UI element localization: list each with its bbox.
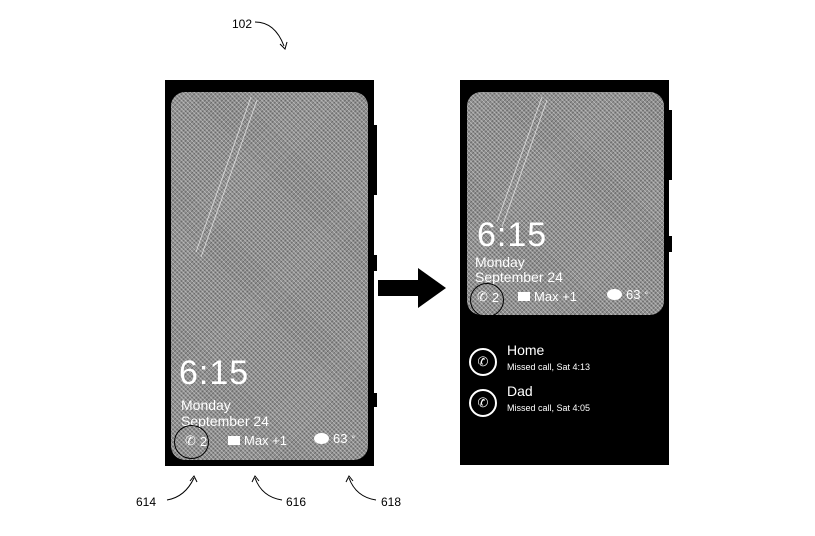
clock-time: 6:15 [477,216,548,254]
side-button [668,110,672,180]
side-button [373,125,377,195]
ref-label-616: 616 [286,495,307,509]
leader-618 [348,477,377,501]
leader-616 [254,477,283,501]
lock-screen-collapsed: 6:15 Monday September 24 ✆2 Max +1 63° [467,92,664,315]
phone-expanded: 6:15 Monday September 24 ✆2 Max +1 63° ✆… [460,80,669,465]
highlight-circle [174,425,209,459]
date-label: September 24 [181,413,269,429]
weather-icon [607,289,622,300]
side-button [373,255,377,271]
date-label: September 24 [475,269,563,285]
notification-title: Dad [507,383,533,399]
phone-icon: ✆ [469,389,497,417]
leader-102 [254,21,285,47]
weather-status[interactable]: 63° [607,287,648,302]
notification-subtitle: Missed call, Sat 4:05 [507,403,591,413]
phone-locked: 6:15 Monday September 24 ✆2 Max +1 63° [165,80,374,466]
side-button [668,236,672,252]
message-icon [228,436,240,445]
messages-status[interactable]: Max +1 [518,289,577,304]
glare-streak [195,96,258,258]
clock-time: 6:15 [179,354,250,392]
notification-subtitle: Missed call, Sat 4:13 [507,362,591,372]
ref-label-614: 614 [136,495,157,509]
glare-streak [496,96,548,228]
day-label: Monday [181,397,231,413]
transition-arrow [378,268,446,308]
message-icon [518,292,530,301]
highlight-circle [470,283,504,315]
messages-status[interactable]: Max +1 [228,433,287,448]
day-label: Monday [475,254,525,270]
figure-label: 102 [232,17,253,31]
ref-label-618: 618 [381,495,402,509]
phone-icon: ✆ [469,348,497,376]
leader-614 [166,477,195,501]
weather-status[interactable]: 63° [314,431,355,446]
side-button [373,393,377,407]
weather-icon [314,433,329,444]
lock-screen: 6:15 Monday September 24 ✆2 Max +1 63° [171,92,368,460]
notification-title: Home [507,342,545,358]
